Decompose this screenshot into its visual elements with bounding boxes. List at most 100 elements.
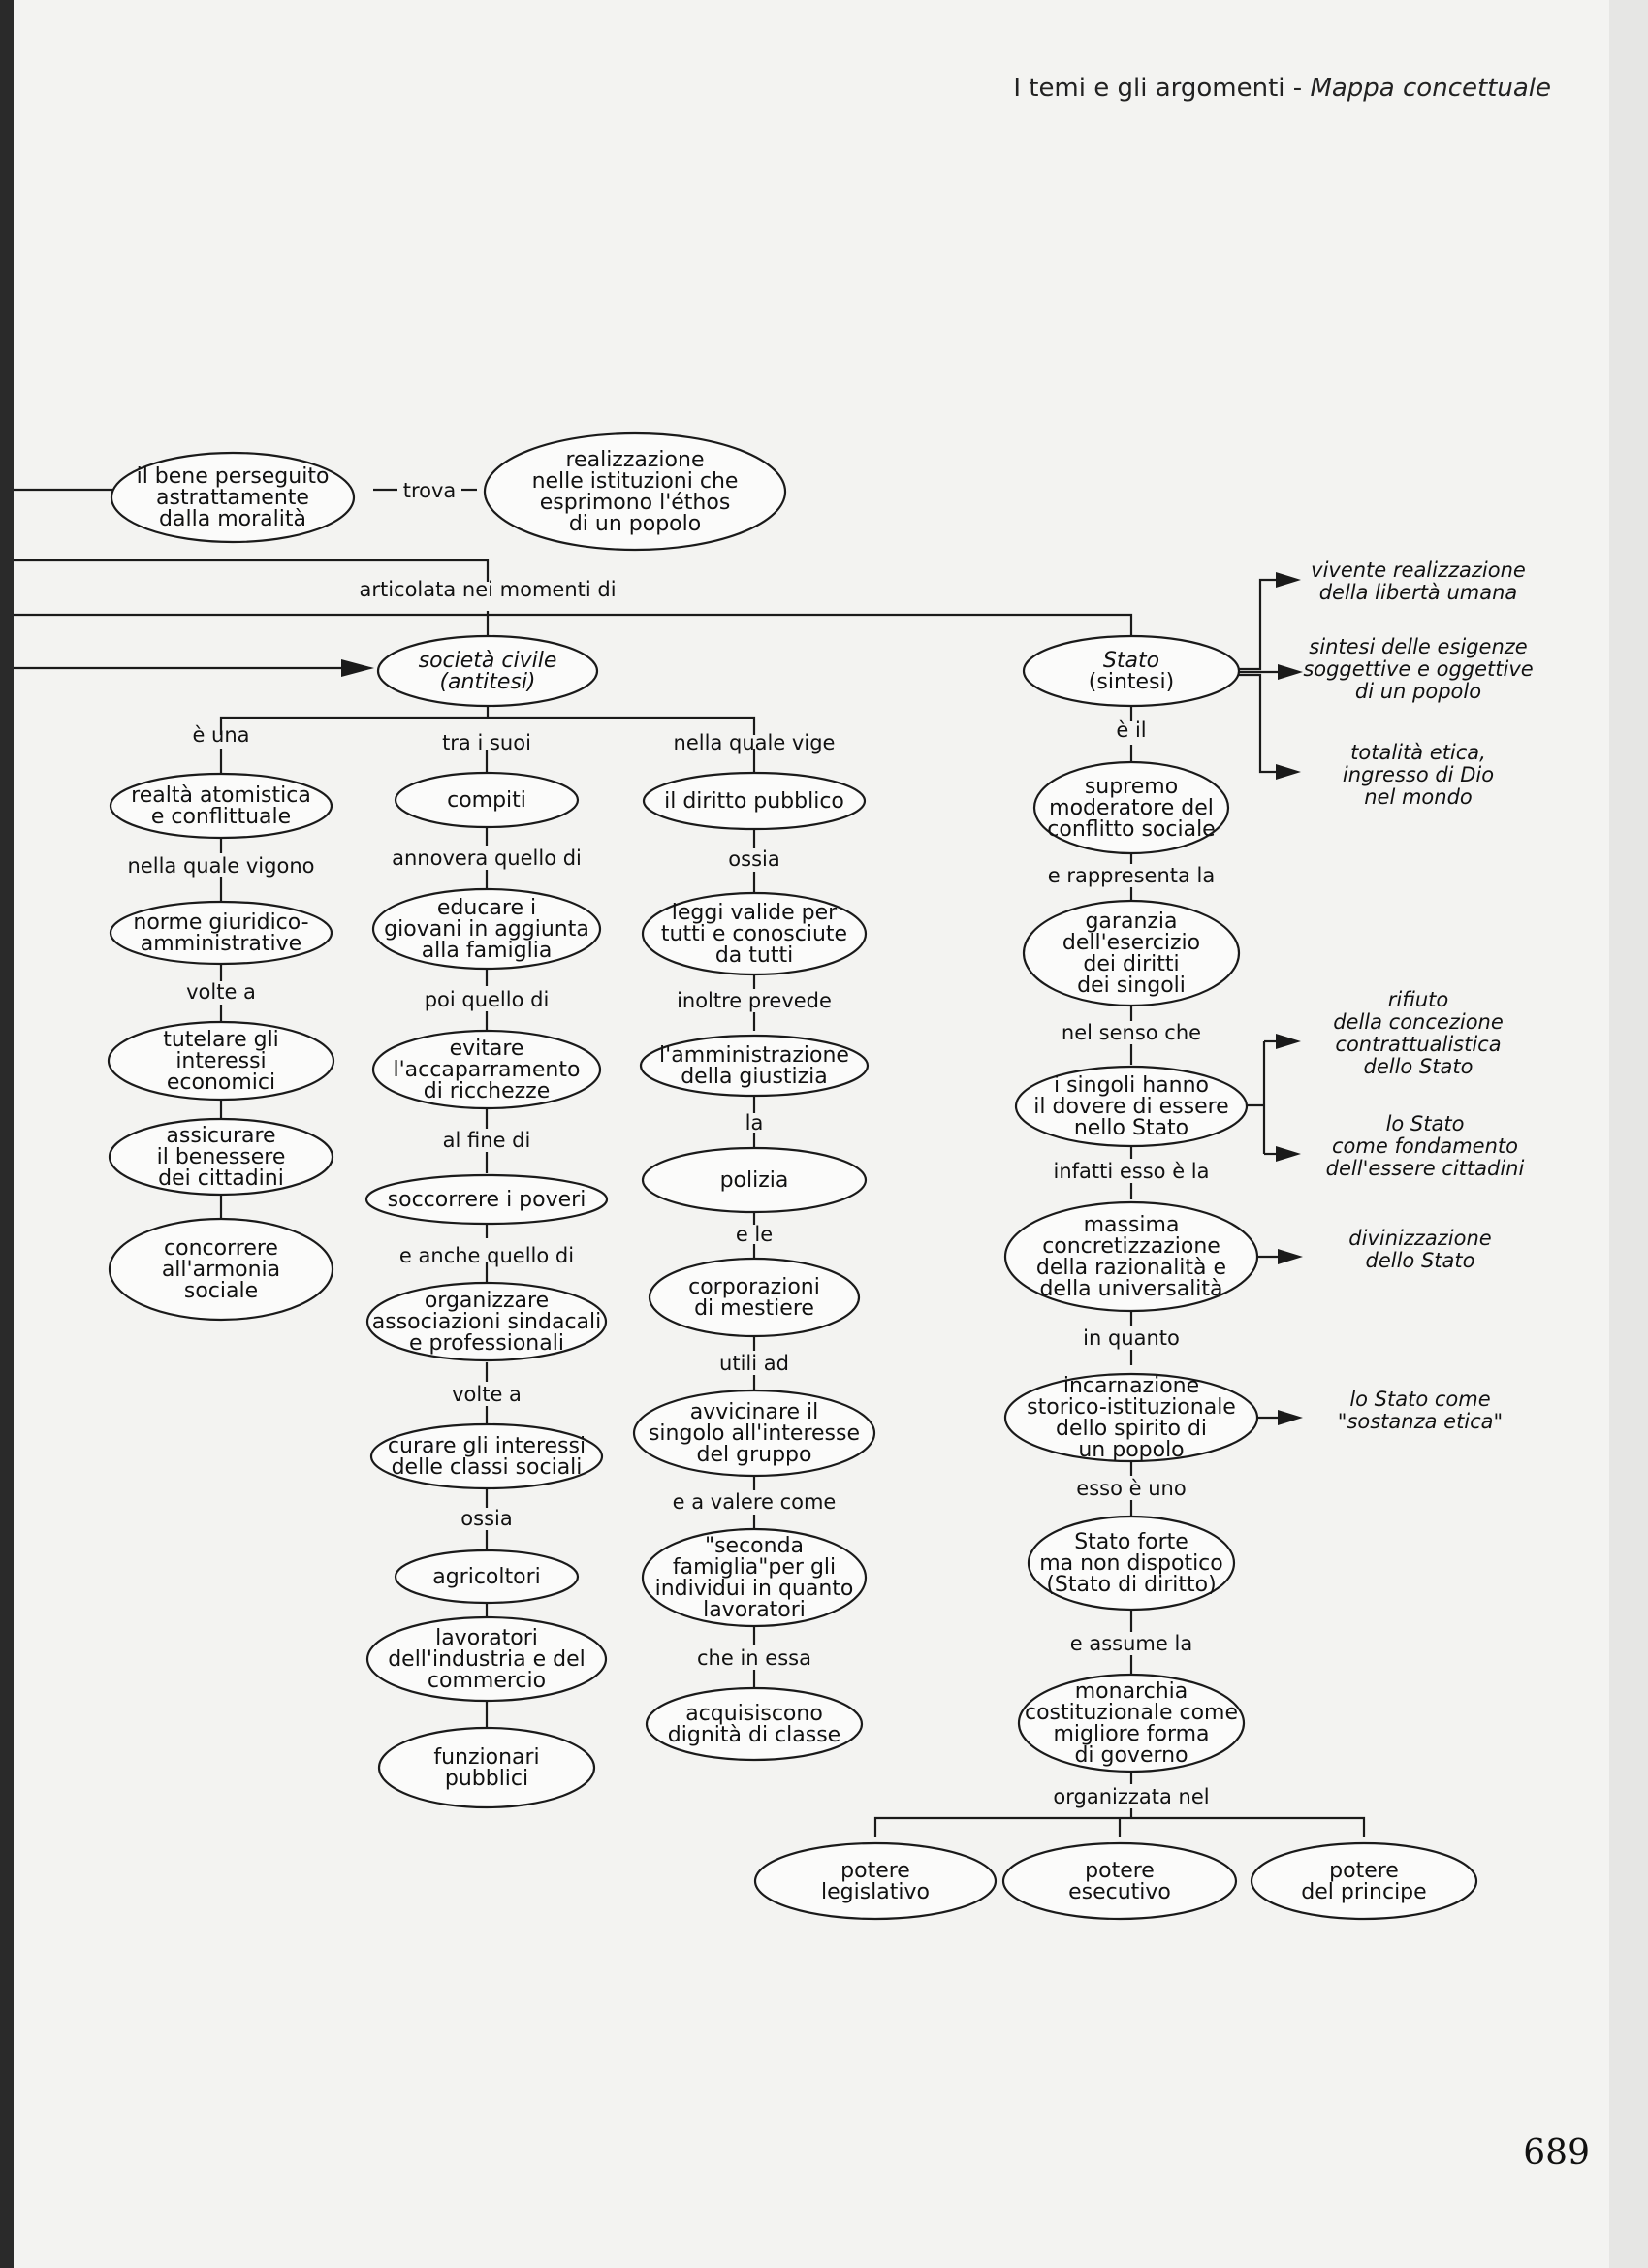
- node-seconda-line: individui in quanto: [655, 1577, 854, 1601]
- node-lavoratori-line: lavoratori: [435, 1626, 538, 1650]
- connector-label-tra-i-suoi: tra i suoi: [442, 731, 531, 754]
- node-norme: norme giuridico-amministrative: [109, 900, 333, 966]
- node-principe-line: del principe: [1301, 1880, 1426, 1904]
- node-realta-line: realtà atomistica: [131, 783, 311, 808]
- node-leggi-line: da tutti: [715, 943, 793, 968]
- node-concorrere-line: concorrere: [164, 1236, 278, 1261]
- node-acquisiscono-line: acquisiscono: [685, 1702, 823, 1726]
- node-forte-line: Stato forte: [1074, 1530, 1188, 1554]
- node-amministrazione-line: della giustizia: [681, 1065, 828, 1089]
- node-avvicinare-line: avvicinare il: [690, 1400, 819, 1424]
- node-forte-line: ma non dispotico: [1039, 1551, 1223, 1576]
- node-assicurare-line: il benessere: [157, 1145, 286, 1169]
- node-curare-ellipse: [369, 1422, 604, 1490]
- node-bene-ellipse: [110, 451, 356, 544]
- node-concorrere-line: all'armonia: [162, 1258, 280, 1282]
- node-monarchia-line: di governo: [1074, 1743, 1188, 1768]
- node-garanzia-line: garanzia: [1085, 910, 1177, 934]
- node-diritto-line: il diritto pubblico: [664, 789, 844, 814]
- node-principe-line: potere: [1329, 1859, 1399, 1883]
- node-lavoratori-ellipse: [365, 1615, 608, 1703]
- node-realizzazione-line: nelle istituzioni che: [532, 469, 739, 494]
- arrow-to-fondamento: [1276, 1146, 1301, 1162]
- node-corporazioni-ellipse: [648, 1257, 861, 1338]
- side-note-fondamento-line: lo Stato: [1386, 1112, 1465, 1135]
- node-singoli-line: il dovere di essere: [1033, 1095, 1228, 1119]
- node-evitare-line: di ricchezze: [424, 1079, 551, 1103]
- connector-label-e-rappresenta: e rappresenta la: [1048, 864, 1216, 887]
- side-note-rifiuto-line: contrattualistica: [1335, 1033, 1501, 1056]
- side-note-sostanza-line: "sostanza etica": [1338, 1410, 1503, 1433]
- side-note-divinizzazione-line: divinizzazione: [1348, 1227, 1491, 1250]
- node-esecutivo-line: esecutivo: [1068, 1880, 1171, 1904]
- arrow-to-divinizzazione: [1278, 1249, 1303, 1264]
- node-funzionari-line: funzionari: [433, 1745, 539, 1770]
- node-funzionari-line: pubblici: [445, 1767, 528, 1791]
- connector-label-nella-quale-vige: nella quale vige: [674, 731, 836, 754]
- side-note-totalita-line: ingresso di Dio: [1343, 763, 1494, 786]
- arrow-to-rifiuto: [1276, 1034, 1301, 1049]
- side-note-fondamento-line: come fondamento: [1332, 1134, 1518, 1158]
- side-note-totalita-line: totalità etica,: [1350, 741, 1486, 764]
- arrow-to-societa-civile: [341, 659, 374, 677]
- node-stato-ellipse: [1022, 634, 1241, 708]
- node-garanzia-line: dell'esercizio: [1062, 931, 1200, 955]
- side-note-sostanza: lo Stato come"sostanza etica": [1338, 1388, 1503, 1433]
- node-monarchia-line: costituzionale come: [1025, 1701, 1238, 1725]
- connector-label-e-il: è il: [1116, 719, 1146, 742]
- side-note-vivente-line: vivente realizzazione: [1311, 559, 1526, 582]
- arrow-to-vivente: [1276, 572, 1301, 588]
- node-educare-line: alla famiglia: [422, 939, 553, 963]
- connector-label-e-anche: e anche quello di: [399, 1244, 574, 1267]
- node-concorrere-ellipse: [108, 1217, 334, 1322]
- node-singoli-ellipse: [1014, 1065, 1249, 1148]
- node-soccorrere-ellipse: [364, 1173, 609, 1226]
- node-tutelare-line: economici: [167, 1070, 275, 1095]
- node-curare-line: curare gli interessi: [388, 1434, 586, 1458]
- node-esecutivo-line: potere: [1085, 1859, 1155, 1883]
- node-bene-line: astrattamente: [156, 486, 309, 510]
- node-tutelare-ellipse: [107, 1020, 335, 1102]
- connector-label-articolata: articolata nei momenti di: [359, 578, 616, 601]
- node-assicurare-ellipse: [108, 1117, 334, 1197]
- side-note-divinizzazione-line: dello Stato: [1366, 1249, 1475, 1272]
- node-massima-line: massima: [1084, 1213, 1180, 1237]
- node-incarnazione-line: dello spirito di: [1056, 1417, 1207, 1441]
- connector-label-e-a-valere: e a valere come: [673, 1490, 837, 1514]
- node-curare-line: delle classi sociali: [392, 1455, 583, 1480]
- node-polizia-ellipse: [641, 1146, 868, 1214]
- node-realizzazione-line: realizzazione: [566, 448, 705, 472]
- node-supremo-line: conflitto sociale: [1047, 817, 1215, 842]
- node-massima-line: della universalità: [1039, 1277, 1222, 1301]
- node-avvicinare-line: del gruppo: [697, 1443, 812, 1467]
- connector-label-infatti: infatti esso è la: [1053, 1160, 1209, 1183]
- node-corporazioni-line: corporazioni: [688, 1275, 820, 1299]
- side-note-rifiuto-line: rifiuto: [1388, 988, 1448, 1011]
- node-acquisiscono-line: dignità di classe: [668, 1723, 840, 1747]
- node-realizzazione-ellipse: [483, 431, 787, 552]
- side-note-rifiuto-line: dello Stato: [1364, 1055, 1474, 1078]
- arrow-to-sintesi: [1278, 664, 1303, 680]
- node-legislativo-ellipse: [753, 1841, 998, 1921]
- node-educare-ellipse: [371, 887, 602, 971]
- node-diritto-ellipse: [642, 771, 867, 831]
- node-incarnazione-line: un popolo: [1078, 1438, 1184, 1462]
